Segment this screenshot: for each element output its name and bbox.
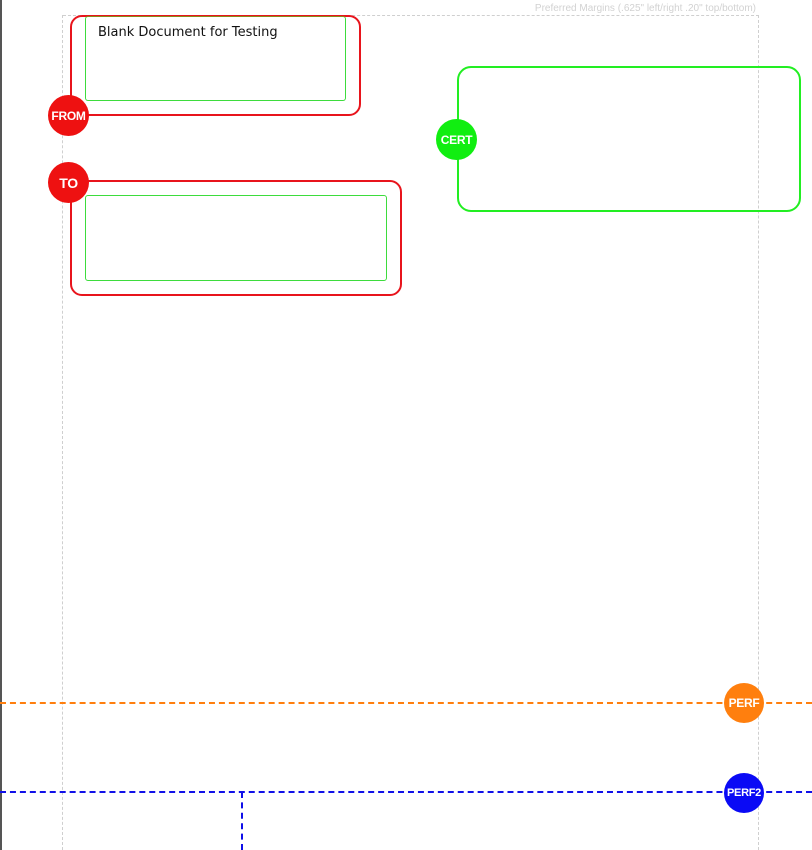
from-zone-inner-box [85, 16, 346, 101]
viewer-left-edge [0, 0, 2, 850]
from-marker: FROM [48, 95, 89, 136]
preferred-margins-note: Preferred Margins (.625" left/right .20"… [532, 3, 758, 14]
cert-zone-box [457, 66, 801, 212]
from-address-text: Blank Document for Testing [98, 25, 278, 40]
to-zone-inner-box [85, 195, 387, 281]
perf2-line [0, 791, 812, 793]
perf-marker: PERF [724, 683, 764, 723]
to-marker: TO [48, 162, 89, 203]
perf-line [0, 702, 812, 704]
perf2-vertical-line [241, 792, 243, 850]
to-zone-outer-box [70, 180, 402, 296]
cert-marker: CERT [436, 119, 477, 160]
preferred-margin-left-guide [62, 15, 63, 850]
preferred-margin-right-guide [758, 15, 759, 850]
preferred-margin-top-guide [63, 15, 759, 16]
perf2-marker: PERF2 [724, 773, 764, 813]
